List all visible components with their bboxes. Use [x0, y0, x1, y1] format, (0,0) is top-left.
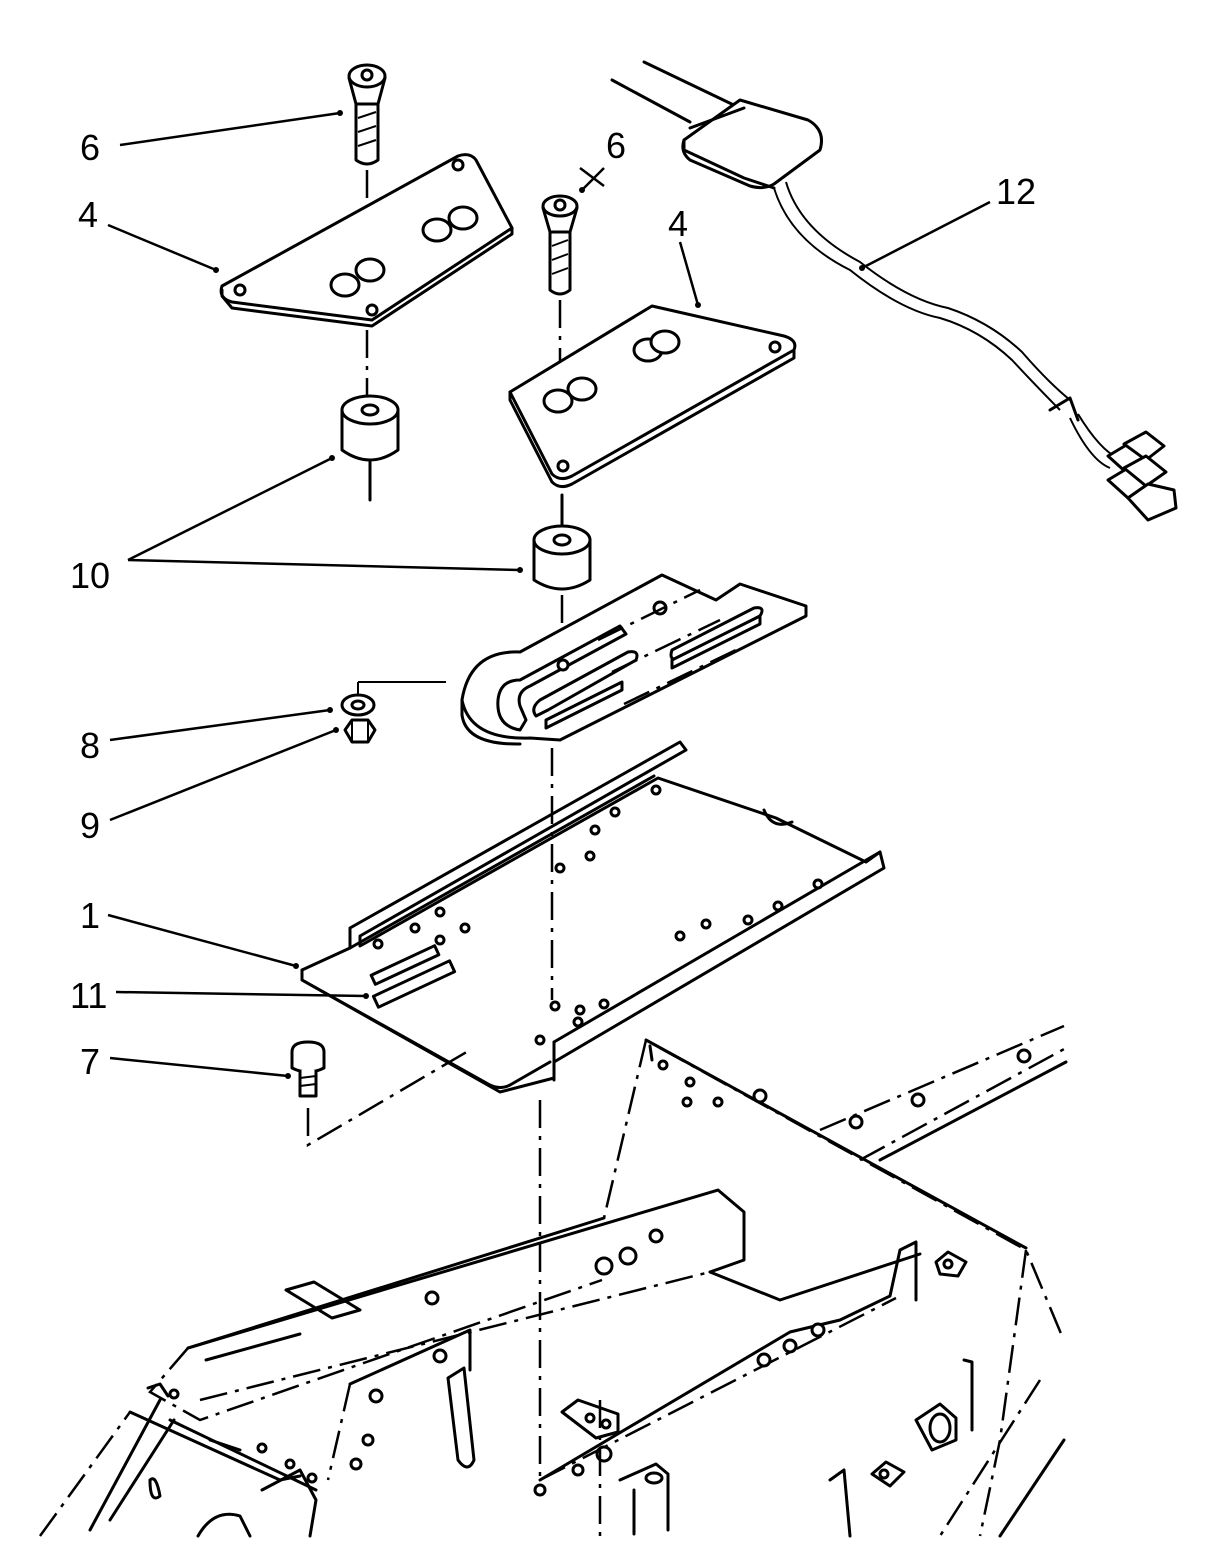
- slotted-pad-icon: [460, 573, 808, 746]
- callout-leaders: [107, 110, 991, 1079]
- callout-1: 1: [80, 895, 100, 936]
- callout-4a: 4: [78, 194, 98, 235]
- callout-9: 9: [80, 805, 100, 846]
- callout-7: 7: [80, 1041, 100, 1082]
- callout-4b: 4: [668, 203, 688, 244]
- callout-6b: 6: [606, 125, 626, 166]
- lock-nut-icon: [343, 718, 377, 744]
- callout-6a: 6: [80, 127, 100, 168]
- mounting-plate-icon: [300, 740, 886, 1094]
- wire-harness-icon: [610, 60, 1178, 522]
- flat-head-screw-icon: [541, 194, 579, 296]
- callout-11: 11: [70, 975, 107, 1016]
- flat-head-screw-icon: [347, 63, 387, 166]
- mounting-holes: [372, 784, 824, 1046]
- bracket-plate-icon: [508, 304, 797, 489]
- callout-12: 12: [996, 171, 1036, 212]
- callout-10: 10: [70, 555, 110, 596]
- spacer-icon: [340, 394, 400, 462]
- callout-labels: 6 6 4 4 12 10 8 9 1 11 7: [70, 125, 1036, 1082]
- callout-8: 8: [80, 725, 100, 766]
- spacer-icon: [532, 524, 592, 591]
- bolt-icon: [290, 1040, 326, 1098]
- bracket-plate-icon: [219, 153, 514, 328]
- frame-assembly: [38, 1024, 1068, 1538]
- washer-icon: [340, 693, 376, 717]
